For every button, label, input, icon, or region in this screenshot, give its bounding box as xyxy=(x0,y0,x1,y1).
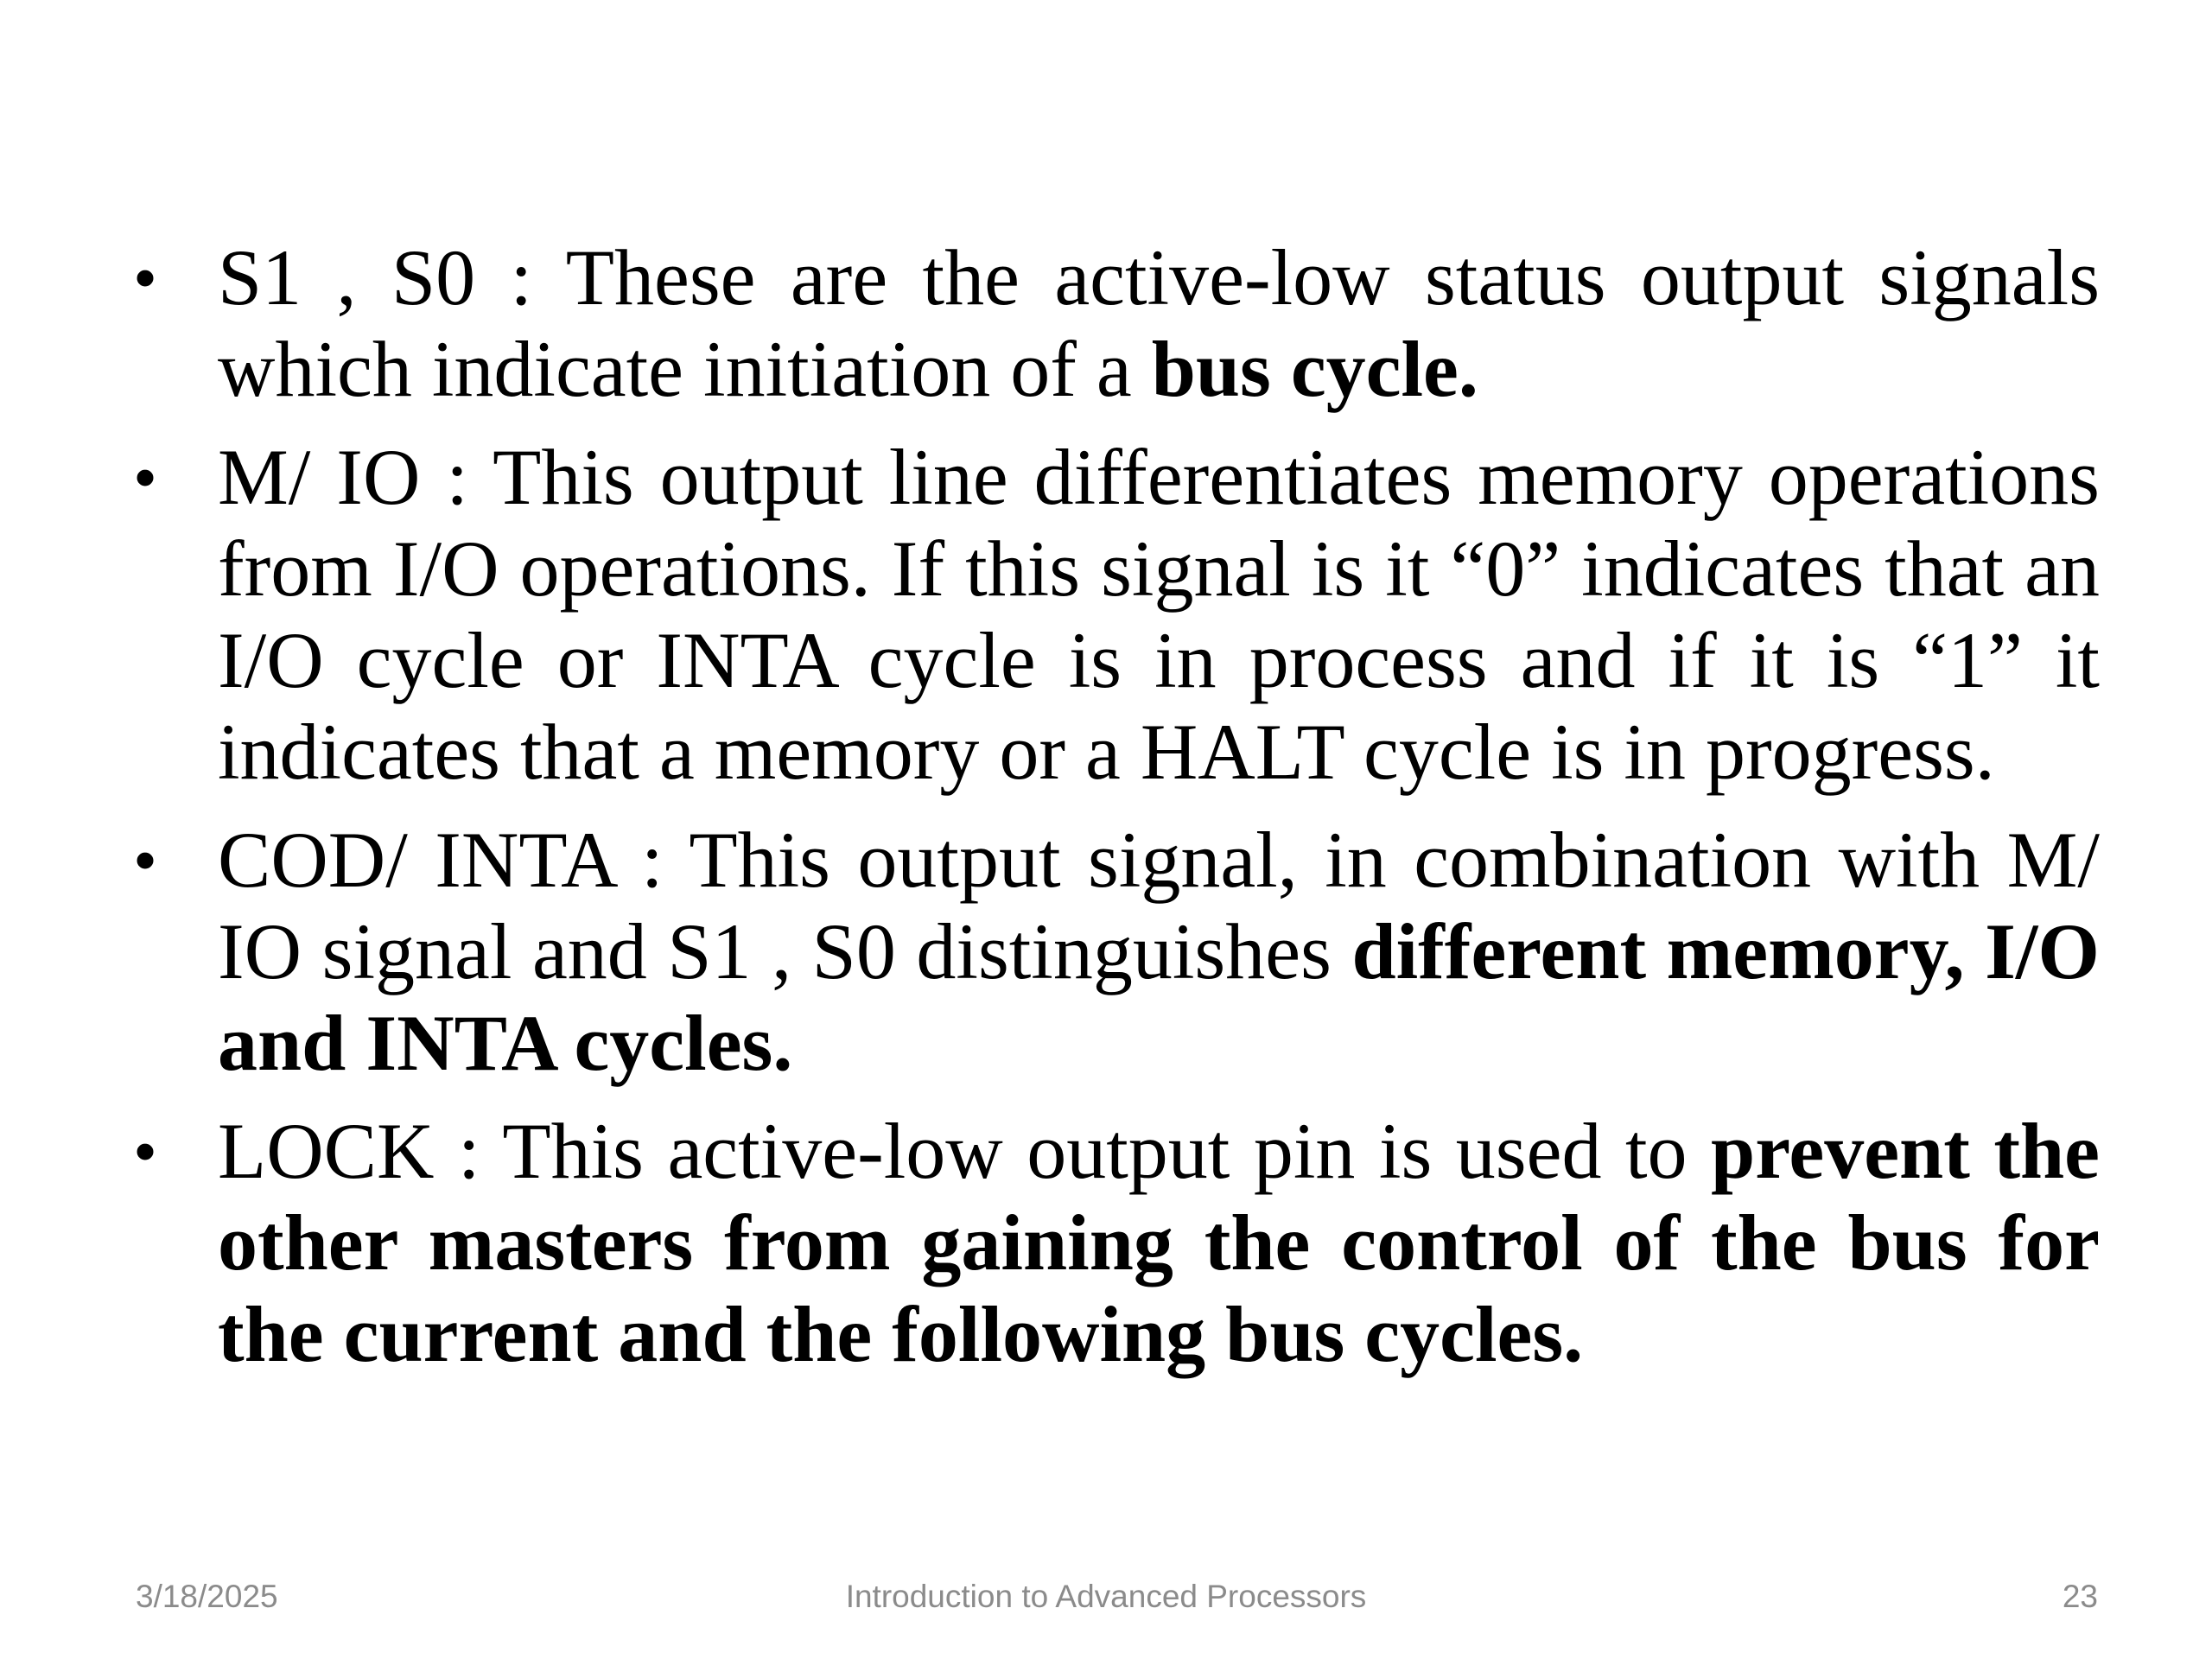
bullet-item-m-io: • M/ IO : This output line differentiate… xyxy=(128,431,2100,798)
bullet-item-s1-s0: • S1 , S0 : These are the active-low sta… xyxy=(128,232,2100,415)
bullet-text: COD/ INTA : This output signal, in combi… xyxy=(218,816,2100,995)
bullet-icon: • xyxy=(134,826,156,893)
footer-title: Introduction to Advanced Processors xyxy=(845,1579,1367,1614)
bullet-text-bold: different memory, I/O and INTA cycles. xyxy=(218,907,2100,1087)
bullet-text-bold: bus cycle. xyxy=(1151,325,1478,413)
bullet-item-cod-inta: • COD/ INTA : This output signal, in com… xyxy=(128,814,2100,1089)
footer-date: 3/18/2025 xyxy=(136,1579,278,1614)
bullet-text: S1 , S0 : These are the active-low statu… xyxy=(218,233,2100,413)
bullet-list: • S1 , S0 : These are the active-low sta… xyxy=(128,232,2100,1396)
bullet-text-bold: prevent the other masters from gaining t… xyxy=(218,1107,2100,1378)
bullet-icon: • xyxy=(134,443,156,511)
bullet-icon: • xyxy=(134,244,156,311)
bullet-text: M/ IO : This output line differentiates … xyxy=(218,433,2100,796)
bullet-icon: • xyxy=(134,1117,156,1185)
bullet-text: LOCK : This active-low output pin is use… xyxy=(218,1107,1712,1195)
bullet-item-lock: • LOCK : This active-low output pin is u… xyxy=(128,1105,2100,1380)
footer-page-number: 23 xyxy=(2062,1579,2098,1614)
